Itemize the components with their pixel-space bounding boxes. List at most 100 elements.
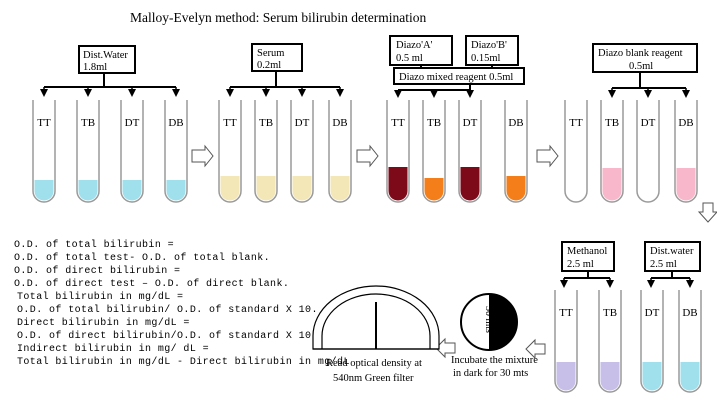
tube-outline: [386, 100, 410, 203]
tube-label: TT: [37, 117, 51, 129]
reagent-volume: 0.5ml: [629, 61, 653, 72]
tube-outline: [254, 100, 278, 203]
tube-liquid: [556, 362, 576, 391]
incubate-line1: Incubate the mixture: [451, 355, 538, 366]
tube-label: TB: [427, 117, 441, 129]
flow-arrow-left: [435, 337, 456, 359]
test-tube: DB: [504, 100, 528, 203]
densitometer-icon: [312, 285, 440, 350]
tube-outline: [674, 100, 698, 203]
step1-group: Dist.Water 1.8ml TT TB DT DB: [32, 45, 188, 203]
tube-liquid: [220, 176, 240, 201]
formula-line: O.D. of total bilirubin =: [14, 240, 175, 251]
reagent-label: Diazo'B': [471, 40, 507, 51]
tube-liquid: [460, 167, 480, 201]
densitometer-line1: Read optical density at: [326, 358, 422, 369]
formula-line: Direct bilirubin in mg/dL =: [17, 318, 190, 329]
test-tube: TB: [598, 290, 622, 393]
formula-line: O.D. of total bilirubin/ O.D. of standar…: [17, 305, 318, 316]
formula-line: O.D. of total test- O.D. of total blank.: [14, 253, 271, 264]
formula-line: O.D. of direct bilirubin =: [14, 266, 181, 277]
step3-group: Diazo'A' 0.5 ml Diazo'B' 0.15ml Diazo mi…: [386, 35, 528, 203]
tube-label: DB: [678, 117, 693, 129]
tube-outline: [564, 100, 588, 203]
test-tube: TT: [554, 290, 578, 393]
tube-liquid: [676, 168, 696, 201]
reagent-label: Dist.Water: [83, 50, 128, 61]
tube-label: TB: [603, 307, 617, 319]
reagent-box-diazo-blank: [592, 43, 698, 73]
formula-line: O.D. of direct test – O.D. of direct bla…: [14, 279, 290, 290]
densitometer-line2: 540nm Green filter: [333, 373, 414, 384]
diagram-title: Malloy-Evelyn method: Serum bilirubin de…: [130, 10, 426, 25]
reagent-label: Dist.water: [650, 246, 694, 257]
tube-outline: [120, 100, 144, 203]
tube-liquid: [600, 362, 620, 391]
tube-outline: [422, 100, 446, 203]
tube-label: DB: [168, 117, 183, 129]
tube-label: TB: [81, 117, 95, 129]
tube-liquid: [680, 362, 700, 391]
test-tube: TT: [32, 100, 56, 203]
tube-outline: [218, 100, 242, 203]
tube-outline: [164, 100, 188, 203]
test-tube: DB: [678, 290, 702, 393]
test-tube: TB: [600, 100, 624, 203]
test-tube: DT: [636, 100, 660, 203]
tube-liquid: [166, 180, 186, 201]
test-tube: TT: [386, 100, 410, 203]
tube-label: DB: [332, 117, 347, 129]
test-tube: DB: [328, 100, 352, 203]
reagent-box-methanol: [561, 241, 615, 272]
reagent-volume: 0.15ml: [471, 53, 501, 64]
tube-label: TB: [605, 117, 619, 129]
formula-line: Total bilirubin in mg/dL =: [17, 292, 184, 303]
formula-line: O.D. of direct bilirubin/O.D. of standar…: [17, 331, 312, 342]
reagent-label: Serum: [257, 48, 284, 59]
reagent-label: Diazo'A': [396, 40, 433, 51]
flow-arrow-left: [525, 338, 546, 360]
tube-label: DB: [508, 117, 523, 129]
test-tube: TB: [422, 100, 446, 203]
reagent-label: Methanol: [567, 246, 607, 257]
tube-outline: [32, 100, 56, 203]
tube-label: TT: [559, 307, 573, 319]
test-tube: TT: [218, 100, 242, 203]
tube-outline: [328, 100, 352, 203]
test-tube: DB: [674, 100, 698, 203]
tube-label: DT: [125, 117, 140, 129]
timer-icon: 30 mts: [460, 293, 518, 351]
reagent-volume: 0.5 ml: [396, 53, 423, 64]
formula-line: Total bilirubin in mg/dL - Direct biliru…: [17, 357, 350, 368]
test-tube: TB: [254, 100, 278, 203]
flow-arrow-right: [536, 144, 559, 168]
reagent-volume: 0.2ml: [257, 60, 281, 71]
test-tube: DT: [120, 100, 144, 203]
reagent-box-diazo-b: [465, 35, 519, 66]
incubate-line2: in dark for 30 mts: [453, 368, 528, 379]
tube-liquid: [78, 180, 98, 201]
tube-label: TB: [259, 117, 273, 129]
flow-arrow-right: [191, 144, 214, 168]
reagent-box-serum: [251, 43, 303, 72]
tube-liquid: [642, 362, 662, 391]
reagent-volume: 2.5 ml: [567, 259, 594, 270]
reagent-volume: 1.8ml: [83, 62, 107, 73]
tube-liquid: [506, 176, 526, 201]
tube-liquid: [424, 178, 444, 201]
tube-outline: [640, 290, 664, 393]
tube-liquid: [122, 180, 142, 201]
tube-liquid: [330, 176, 350, 201]
tube-liquid: [292, 176, 312, 201]
tube-outline: [678, 290, 702, 393]
reagent-label: Diazo mixed reagent 0.5ml: [399, 72, 513, 83]
reagent-box-water: [78, 45, 136, 74]
tube-label: DT: [463, 117, 478, 129]
reagent-volume: 2.5 ml: [650, 259, 677, 270]
tube-label: TT: [391, 117, 405, 129]
tube-outline: [504, 100, 528, 203]
test-tube: TB: [76, 100, 100, 203]
